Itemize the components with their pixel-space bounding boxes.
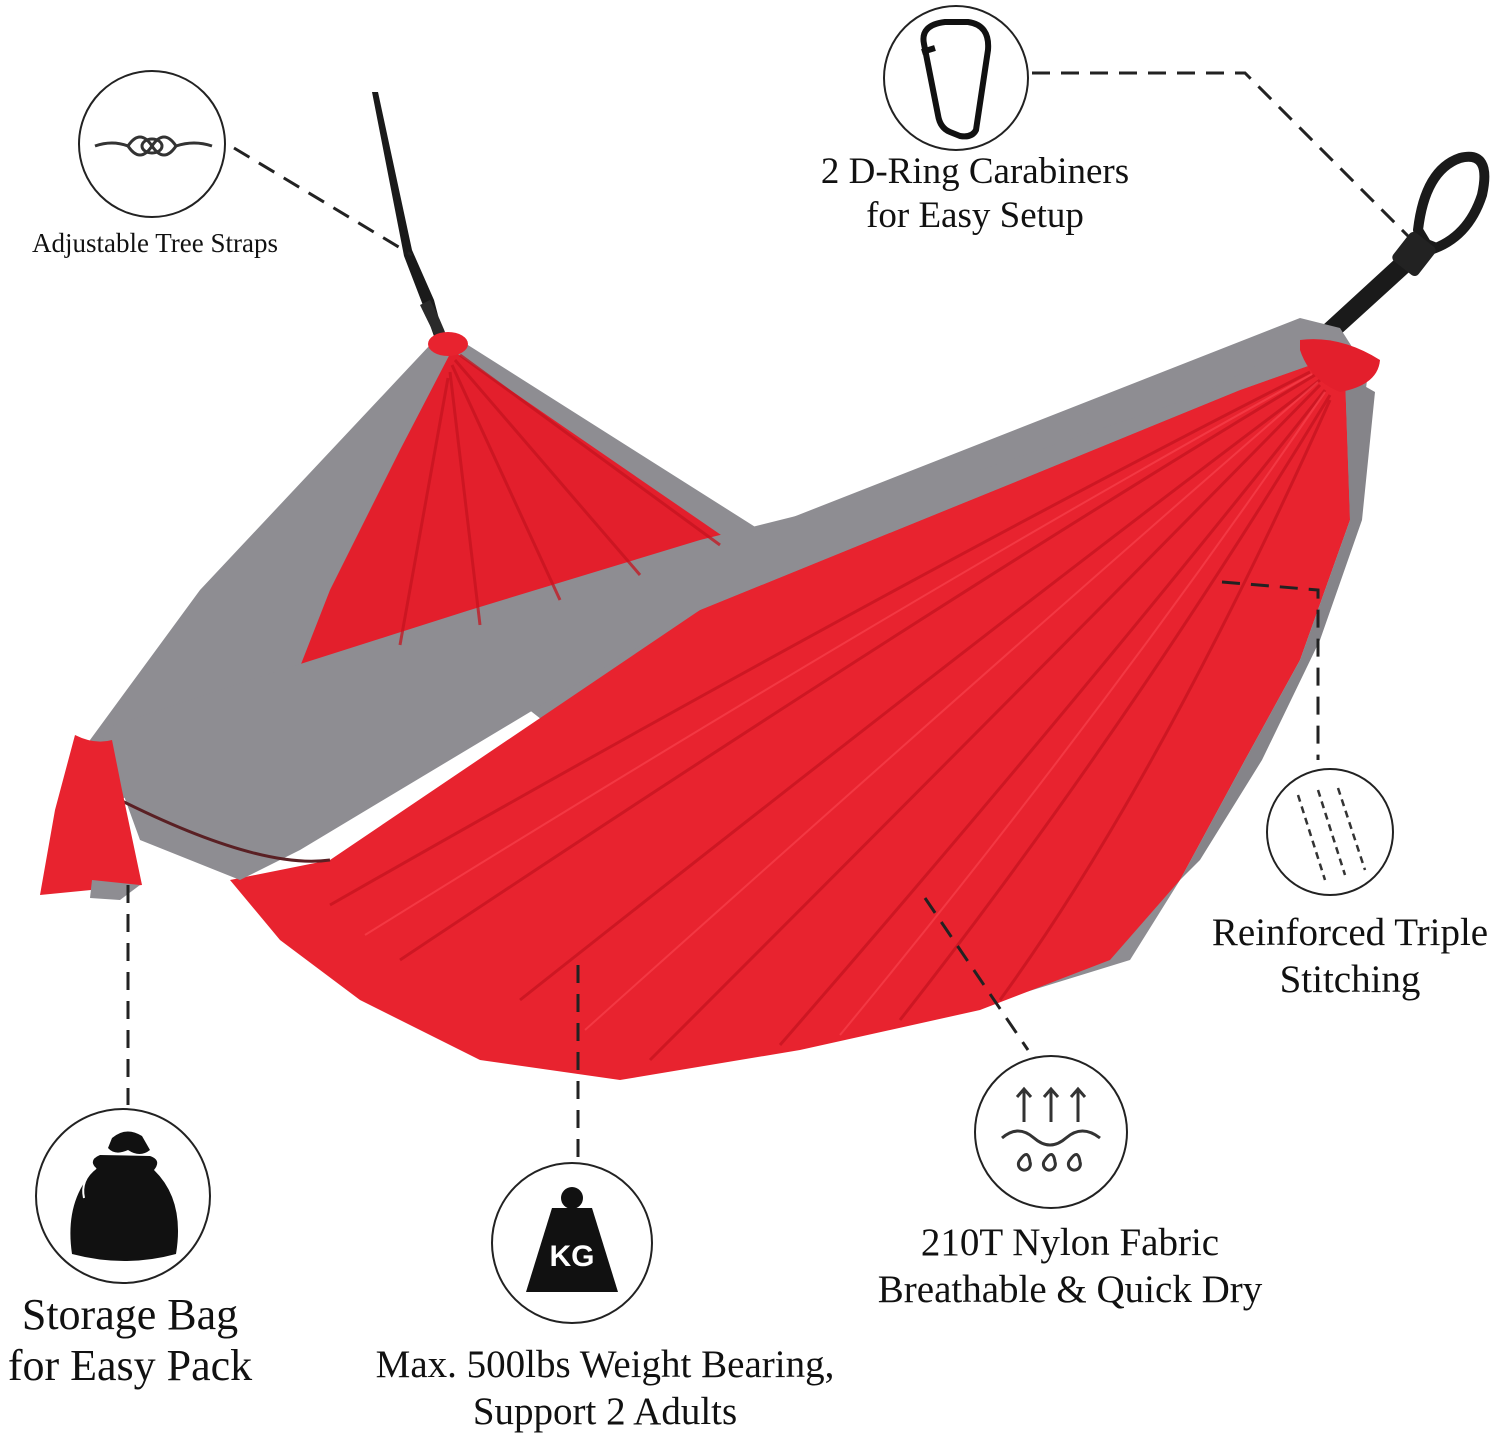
carabiners-text-line2: for Easy Setup bbox=[866, 195, 1084, 237]
feature-label-nylon: 210T Nylon Fabric Breathable & Quick Dry bbox=[840, 1220, 1300, 1314]
weight-text-line1: Max. 500lbs Weight Bearing, bbox=[375, 1343, 835, 1386]
feature-label-tree-straps: Adjustable Tree Straps bbox=[0, 228, 310, 260]
weight-text-line2: Support 2 Adults bbox=[472, 1389, 738, 1433]
carabiner-icon bbox=[883, 5, 1029, 151]
storage-bag-text-line1: Storage Bag bbox=[21, 1290, 239, 1339]
hammock-body bbox=[40, 318, 1380, 1080]
nylon-text-line1: 210T Nylon Fabric bbox=[920, 1221, 1220, 1264]
kg-label: KG bbox=[550, 1240, 595, 1273]
callout-line-stitching bbox=[1221, 580, 1320, 760]
carabiners-text-line1: 2 D-Ring Carabiners bbox=[820, 151, 1130, 192]
kg-weight-icon: KG bbox=[491, 1162, 653, 1324]
feature-label-stitching: Reinforced Triple Stitching bbox=[1180, 910, 1500, 1004]
stitching-text-line1: Reinforced Triple bbox=[1211, 911, 1489, 954]
feature-label-storage-bag: Storage Bag for Easy Pack bbox=[0, 1290, 260, 1391]
stitching-icon bbox=[1266, 768, 1394, 896]
storage-bag-text-line2: for Easy Pack bbox=[7, 1340, 253, 1390]
stitching-text-line2: Stitching bbox=[1279, 957, 1421, 1001]
callout-line-carabiners bbox=[1032, 71, 1412, 240]
tree-straps-text: Adjustable Tree Straps bbox=[32, 228, 278, 258]
breathable-fabric-icon bbox=[974, 1055, 1128, 1209]
feature-label-weight: Max. 500lbs Weight Bearing, Support 2 Ad… bbox=[320, 1342, 890, 1436]
callout-line-straps bbox=[233, 146, 413, 257]
callout-lines bbox=[126, 71, 1412, 1160]
callout-line-nylon bbox=[923, 897, 1030, 1051]
left-tree-strap bbox=[372, 92, 448, 345]
right-carabiner bbox=[1322, 151, 1490, 335]
nylon-text-line2: Breathable & Quick Dry bbox=[877, 1267, 1263, 1311]
drawstring-bag-icon bbox=[35, 1108, 211, 1284]
knot-icon bbox=[78, 70, 226, 218]
feature-label-carabiners: 2 D-Ring Carabiners for Easy Setup bbox=[780, 150, 1170, 239]
